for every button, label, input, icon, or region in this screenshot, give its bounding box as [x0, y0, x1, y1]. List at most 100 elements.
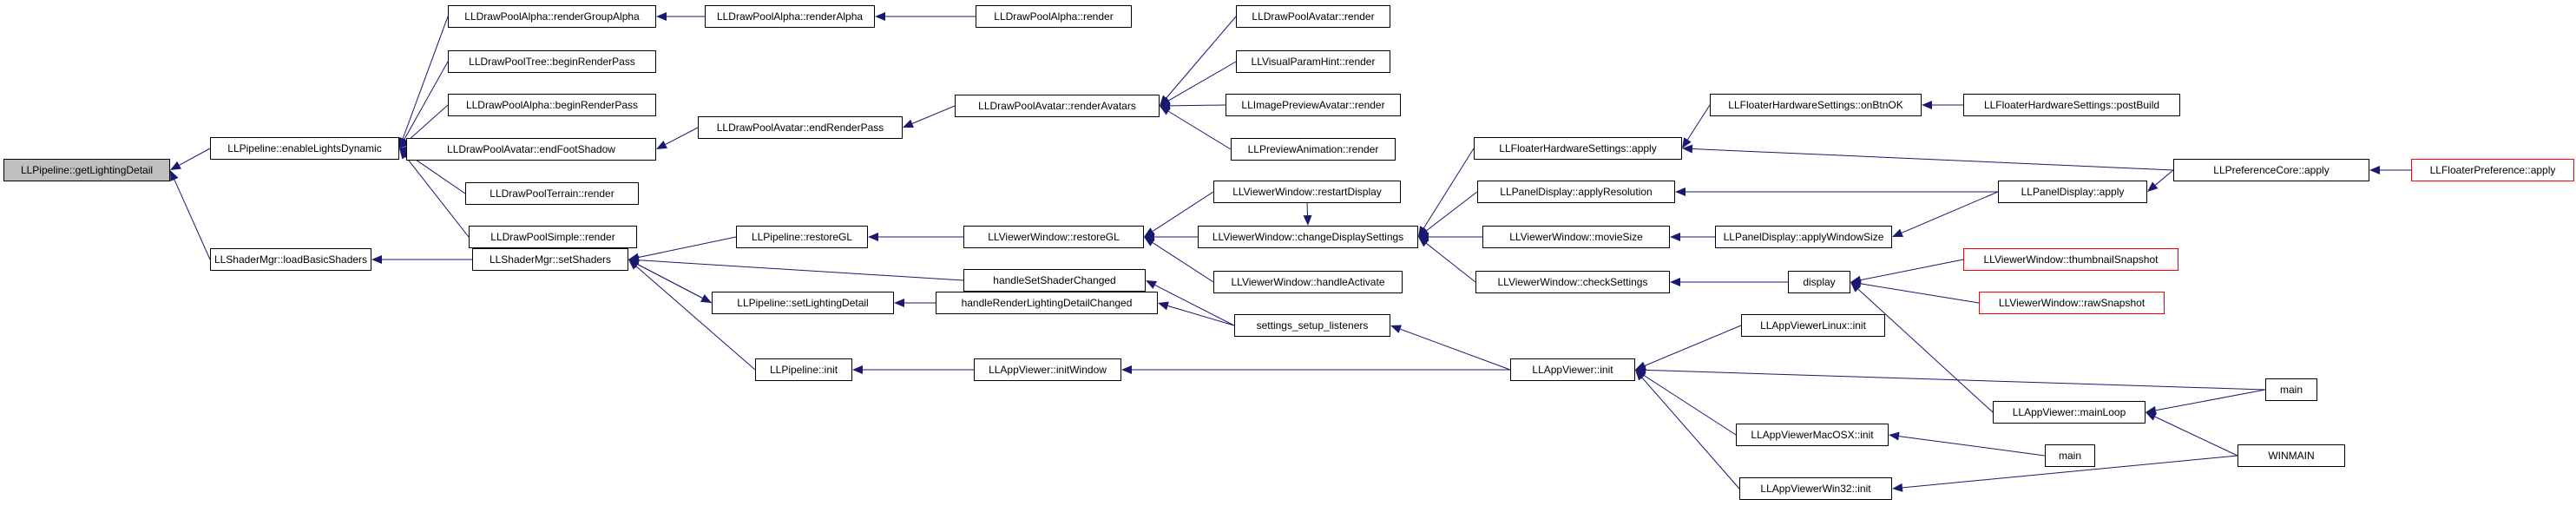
edge-arrowhead-endRenderPass-to-endFootShadow	[656, 141, 667, 149]
node-lldrawpoolavatar-render[interactable]: LLDrawPoolAvatar::render	[1236, 5, 1390, 28]
edge-settingsSetup-to-handleRenderLighting	[1167, 305, 1235, 326]
edge-visualHint-to-renderAvatars	[1168, 61, 1237, 102]
node-llpaneldisplay-applyresolution[interactable]: LLPanelDisplay::applyResolution	[1477, 181, 1675, 203]
edge-arrowhead-panelApply-to-applyResolution	[1675, 187, 1686, 196]
edge-arrowhead-renderAlpha-to-renderGroupAlpha	[656, 12, 667, 21]
node-llappviewer-init[interactable]: LLAppViewer::init	[1510, 358, 1635, 381]
edge-imagePreview-to-renderAvatars	[1169, 104, 1226, 107]
edge-main1-to-appInit	[1645, 369, 2266, 391]
node-llviewerwindow-changedisplaysettings[interactable]: LLViewerWindow::changeDisplaySettings	[1198, 226, 1418, 248]
edge-arrowhead-checkSettings-to-changeDisplay	[1418, 237, 1429, 247]
node-lldrawpoolalpha-render[interactable]: LLDrawPoolAlpha::render	[976, 5, 1132, 28]
edge-arrowhead-movieSize-to-changeDisplay	[1418, 233, 1429, 241]
edge-main1-to-mainLoop	[2155, 389, 2266, 411]
edge-winmain-to-win32Init	[1902, 455, 2238, 489]
edge-settingsSetup-to-handleSetShader	[1154, 285, 1235, 326]
edge-restartDisplay-to-changeDisplay	[1306, 202, 1309, 216]
node-llimagepreviewavatar-render[interactable]: LLImagePreviewAvatar::render	[1226, 94, 1401, 116]
edge-appInit-to-settingsSetup	[1400, 328, 1511, 371]
edge-alphaBegin-to-enable	[406, 104, 449, 142]
edge-renderGroupAlpha-to-enable	[402, 16, 449, 139]
edge-arrowhead-prefCoreApply-to-floaterApply	[1682, 144, 1693, 154]
node-lldrawpoolterrain-render[interactable]: LLDrawPoolTerrain::render	[465, 182, 639, 205]
node-llshadermgr-setshaders[interactable]: LLShaderMgr::setShaders	[472, 248, 628, 271]
edge-checkSettings-to-changeDisplay	[1426, 243, 1476, 283]
node-llvisualparamhint-render[interactable]: LLVisualParamHint::render	[1236, 50, 1390, 73]
node-llpaneldisplay-apply[interactable]: LLPanelDisplay::apply	[1998, 181, 2147, 203]
node-llviewerwindow-handleactivate[interactable]: LLViewerWindow::handleActivate	[1213, 271, 1403, 293]
edge-arrowhead-setShaders-to-loadBasic	[371, 255, 382, 264]
node-llpipeline-enablelightsdynamic[interactable]: LLPipeline::enableLightsDynamic	[210, 137, 399, 160]
node-lldrawpoolalpha-renderalpha[interactable]: LLDrawPoolAlpha::renderAlpha	[705, 5, 875, 28]
node-llpipeline-getlightingdetail[interactable]: LLPipeline::getLightingDetail	[3, 159, 170, 181]
node-llappviewerlinux-init[interactable]: LLAppViewerLinux::init	[1741, 314, 1885, 337]
edge-rawSnapshot-to-display	[1860, 283, 1980, 304]
edge-arrowhead-settingsSetup-to-handleSetShader	[1146, 280, 1157, 289]
edge-pipelineInit-to-setShaders	[635, 266, 756, 371]
node-llviewerwindow-rawsnapshot[interactable]: LLViewerWindow::rawSnapshot	[1979, 292, 2165, 314]
node-lldrawpoolavatar-endfootshadow[interactable]: LLDrawPoolAvatar::endFootShadow	[406, 138, 656, 161]
edge-endRenderPass-to-endFootShadow	[665, 127, 699, 145]
node-llappviewer-initwindow[interactable]: LLAppViewer::initWindow	[974, 358, 1121, 381]
edge-prefCoreApply-to-panelApply	[2154, 169, 2174, 186]
edge-arrowhead-enable-to-root	[170, 161, 181, 170]
edge-win32Init-to-appInit	[1641, 377, 1740, 490]
node-llfloaterpreference-apply[interactable]: LLFloaterPreference::apply	[2411, 159, 2574, 181]
edge-main2-to-macInit	[1898, 436, 2046, 457]
node-lldrawpoolalpha-beginrenderpass[interactable]: LLDrawPoolAlpha::beginRenderPass	[448, 94, 656, 116]
edge-arrowhead-previewAnim-to-renderAvatars	[1160, 106, 1171, 115]
node-llviewerwindow-restartdisplay[interactable]: LLViewerWindow::restartDisplay	[1213, 181, 1401, 203]
edge-arrowhead-postBuild-to-onBtnOK	[1922, 101, 1932, 109]
edge-arrowhead-win32Init-to-appInit	[1635, 370, 1646, 381]
node-llviewerwindow-restoregl[interactable]: LLViewerWindow::restoreGL	[963, 226, 1144, 248]
node-llpipeline-restoregl[interactable]: LLPipeline::restoreGL	[736, 226, 868, 248]
node-llshadermgr-loadbasicshaders[interactable]: LLShaderMgr::loadBasicShaders	[210, 248, 371, 271]
node-llfloaterhardwaresettings-onbtnok[interactable]: LLFloaterHardwareSettings::onBtnOK	[1710, 94, 1922, 116]
edge-arrowhead-mainLoop-to-display	[1850, 282, 1862, 292]
edge-arrowhead-panelApply-to-applyWindowSize	[1892, 228, 1903, 237]
edge-panelApply-to-applyWindowSize	[1901, 191, 1999, 233]
node-display[interactable]: display	[1788, 271, 1850, 293]
edge-applyResolution-to-changeDisplay	[1426, 191, 1478, 232]
edge-restartDisplay-to-vwRestoreGL	[1152, 191, 1214, 232]
node-llpreviewanimation-render[interactable]: LLPreviewAnimation::render	[1231, 138, 1396, 161]
node-winmain[interactable]: WINMAIN	[2238, 444, 2345, 467]
edge-arrowhead-settingsSetup-to-handleRenderLighting	[1158, 301, 1169, 311]
node-llfloaterhardwaresettings-apply[interactable]: LLFloaterHardwareSettings::apply	[1474, 137, 1682, 160]
node-llviewerwindow-checksettings[interactable]: LLViewerWindow::checkSettings	[1475, 271, 1670, 293]
edge-loadBasic-to-root	[174, 179, 211, 260]
node-settings-setup-listeners[interactable]: settings_setup_listeners	[1234, 314, 1390, 337]
edge-treeBegin-to-enable	[404, 61, 449, 140]
node-main[interactable]: main	[2265, 378, 2317, 401]
node-main-macosx[interactable]: main	[2045, 444, 2095, 467]
node-lldrawpoolavatar-endrenderpass[interactable]: LLDrawPoolAvatar::endRenderPass	[698, 116, 903, 139]
node-llpipeline-setlightingdetail[interactable]: LLPipeline::setLightingDetail	[712, 292, 894, 314]
node-llpaneldisplay-applywindowsize[interactable]: LLPanelDisplay::applyWindowSize	[1715, 226, 1892, 248]
node-lldrawpooltree-beginrenderpass[interactable]: LLDrawPoolTree::beginRenderPass	[448, 50, 656, 73]
node-llviewerwindow-thumbnailsnapshot[interactable]: LLViewerWindow::thumbnailSnapshot	[1963, 248, 2178, 271]
edge-renderAvatars-to-endRenderPass	[911, 105, 956, 124]
node-handlesetshaderchanged[interactable]: handleSetShaderChanged	[963, 269, 1146, 292]
edge-simple-to-enable	[405, 156, 470, 238]
node-lldrawpoolsimple-render[interactable]: LLDrawPoolSimple::render	[469, 226, 637, 248]
node-llfloaterhardwaresettings-postbuild[interactable]: LLFloaterHardwareSettings::postBuild	[1963, 94, 2180, 116]
edge-arrowhead-pipelineInit-to-setShaders	[628, 260, 640, 270]
edge-handleSetShader-to-setShaders	[638, 260, 964, 281]
node-handlerenderlightingdetailchanged[interactable]: handleRenderLightingDetailChanged	[936, 292, 1158, 314]
edge-restoreGL-to-setShaders	[638, 236, 737, 259]
node-lldrawpoolalpha-rendergroupalpha[interactable]: LLDrawPoolAlpha::renderGroupAlpha	[448, 5, 656, 28]
node-llappviewerwin32-init[interactable]: LLAppViewerWin32::init	[1739, 477, 1892, 500]
node-llappviewermacosx-init[interactable]: LLAppViewerMacOSX::init	[1736, 424, 1889, 446]
edge-thumbnail-to-display	[1860, 259, 1964, 281]
node-llpipeline-init[interactable]: LLPipeline::init	[755, 358, 852, 381]
edge-arrowhead-appInit-to-settingsSetup	[1390, 325, 1402, 333]
edge-onBtnOK-to-floaterApply	[1687, 104, 1711, 141]
edge-avatarRender-to-renderAvatars	[1166, 16, 1237, 99]
node-llappviewer-mainloop[interactable]: LLAppViewer::mainLoop	[1993, 401, 2146, 424]
edge-enable-to-root	[179, 148, 211, 166]
edge-arrowhead-alphaRender-to-renderAlpha	[875, 12, 885, 21]
node-llpreferencecore-apply[interactable]: LLPreferenceCore::apply	[2173, 159, 2369, 181]
node-llviewerwindow-moviesize[interactable]: LLViewerWindow::movieSize	[1482, 226, 1670, 248]
node-lldrawpoolavatar-renderavatars[interactable]: LLDrawPoolAvatar::renderAvatars	[955, 95, 1160, 117]
